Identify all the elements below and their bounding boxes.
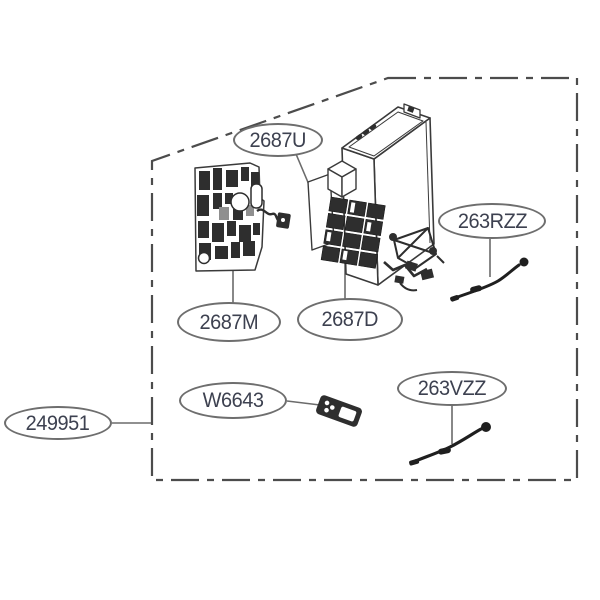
callout-263RZZ: 263RZZ [438, 203, 546, 239]
part-number-249951: 249951 [26, 411, 90, 435]
wire-harness-263VZZ-part [409, 422, 491, 466]
callout-2687D: 2687D [297, 298, 403, 341]
callout-2687U: 2687U [233, 123, 323, 157]
part-number-W6643: W6643 [202, 389, 264, 412]
sensor-part-W6643 [316, 395, 362, 427]
display-pcb-part [307, 160, 386, 269]
part-number-263VZZ: 263VZZ [417, 377, 487, 400]
callout-2687M: 2687M [177, 302, 281, 342]
callout-249951: 249951 [4, 406, 112, 440]
wire-harness-263RZZ-part [450, 257, 529, 302]
part-number-2687D: 2687D [321, 308, 379, 331]
part-number-263RZZ: 263RZZ [457, 209, 527, 233]
part-number-2687U: 2687U [249, 128, 307, 152]
boundary-outline [150, 76, 579, 482]
callout-W6643: W6643 [179, 382, 287, 419]
mounting-hardware [383, 227, 445, 292]
part-number-2687M: 2687M [199, 310, 259, 334]
control-box-part [307, 103, 445, 292]
callout-263VZZ: 263VZZ [397, 371, 507, 406]
vent-slots [355, 124, 377, 140]
leader-lines [112, 153, 491, 444]
main-pcb-part [194, 162, 291, 272]
